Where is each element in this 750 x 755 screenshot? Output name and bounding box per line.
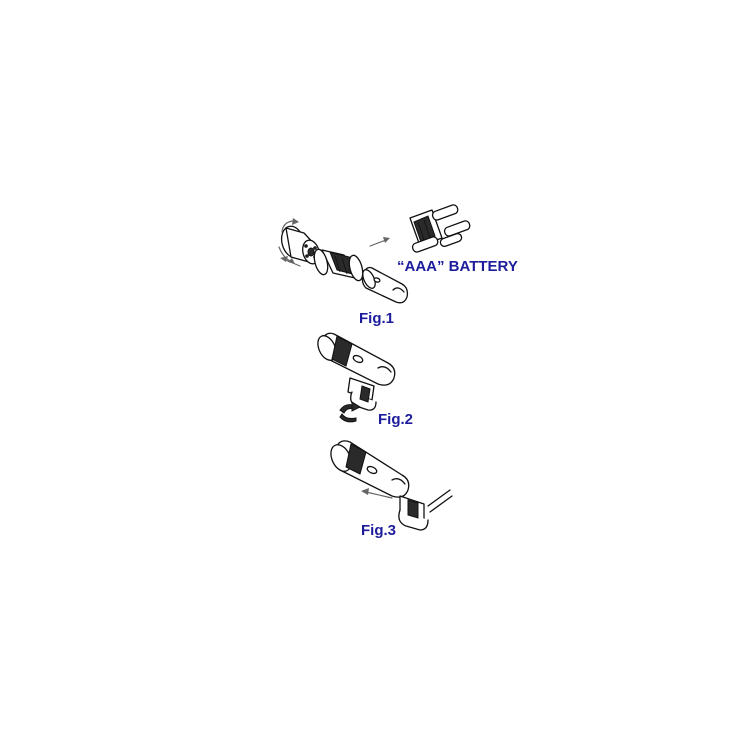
lamp-detached bbox=[330, 440, 410, 498]
fig1-illustration bbox=[278, 204, 471, 304]
fig1-caption: Fig.1 bbox=[359, 310, 395, 327]
handlebar-mount bbox=[398, 489, 453, 531]
fig3-illustration bbox=[330, 440, 453, 531]
fig2-illustration bbox=[317, 332, 396, 423]
battery-type-label: “AAA” BATTERY bbox=[397, 258, 518, 275]
rotate-arrow-icon bbox=[278, 218, 299, 264]
lamp-body-tube bbox=[361, 266, 409, 304]
rotate-arrow-icon bbox=[339, 401, 362, 423]
lamp-assembled bbox=[317, 332, 396, 386]
slide-arrow-icon bbox=[361, 488, 393, 499]
assembly-arrows bbox=[280, 237, 390, 267]
aaa-batteries bbox=[409, 204, 471, 253]
battery-holder bbox=[313, 248, 364, 282]
fig3-caption: Fig.3 bbox=[361, 522, 397, 539]
fig2-caption: Fig.2 bbox=[378, 411, 414, 428]
